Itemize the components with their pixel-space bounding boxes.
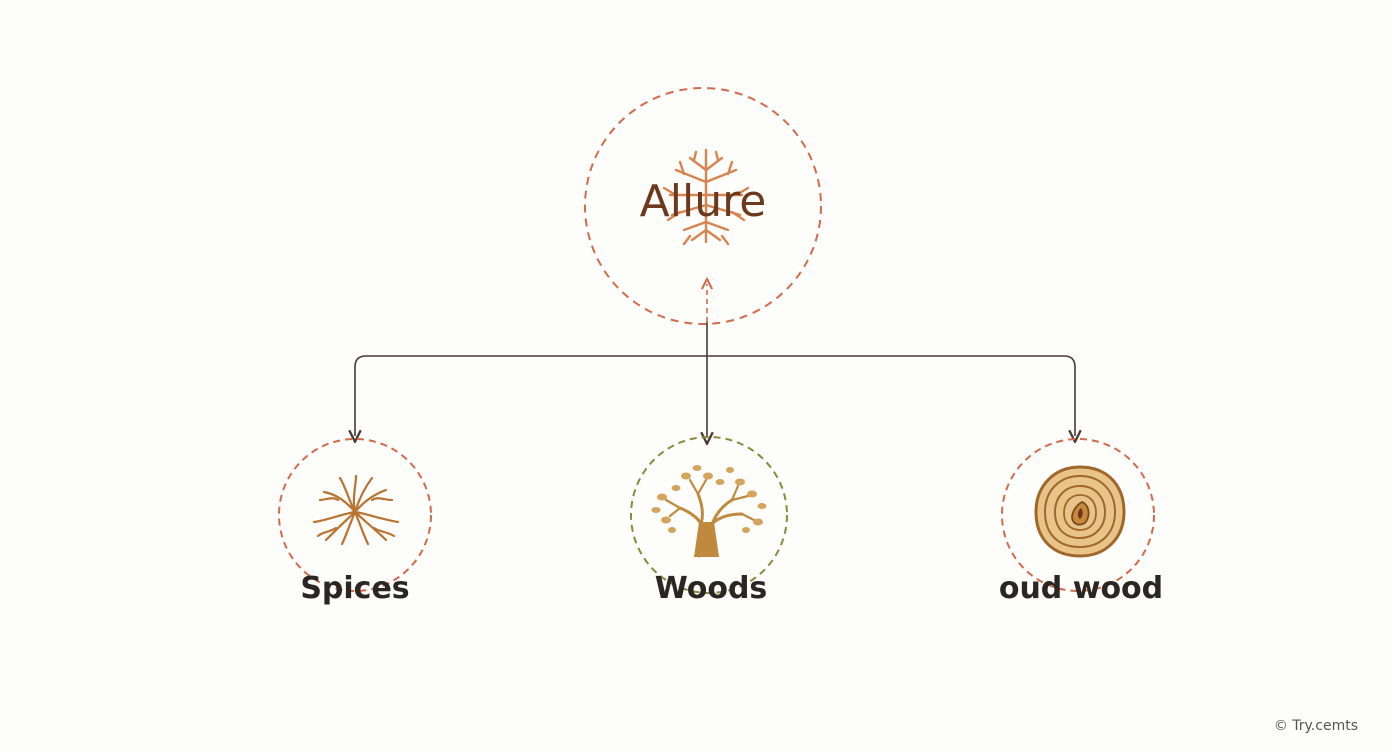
- root-title: Allure: [640, 176, 767, 227]
- woods-circle: [630, 436, 788, 594]
- wood-rings-icon: [1034, 465, 1126, 558]
- woods-label: Woods: [655, 571, 768, 606]
- tree-icon: [651, 465, 767, 558]
- watermark-text: Try.cemts: [1292, 718, 1358, 734]
- spices-circle: [278, 438, 432, 592]
- root-node: Allure: [584, 87, 822, 325]
- coral-branch-icon: [662, 148, 750, 246]
- connector-oud: [707, 355, 1075, 436]
- connector-tree: [355, 322, 1075, 438]
- oud-wood-circle: [1001, 438, 1155, 592]
- oud-wood-label: oud wood: [999, 571, 1163, 606]
- child-node-spices: Spices: [278, 438, 432, 606]
- spices-label: Spices: [300, 571, 409, 606]
- copyright-icon: ©: [1273, 718, 1288, 734]
- root-circle: [584, 87, 822, 325]
- root-spice-icon: [312, 474, 400, 546]
- child-node-oud-wood: oud wood: [999, 438, 1163, 606]
- connector-spices: [355, 355, 707, 436]
- watermark: © Try.cemts: [1274, 718, 1358, 734]
- child-node-woods: Woods: [630, 436, 788, 606]
